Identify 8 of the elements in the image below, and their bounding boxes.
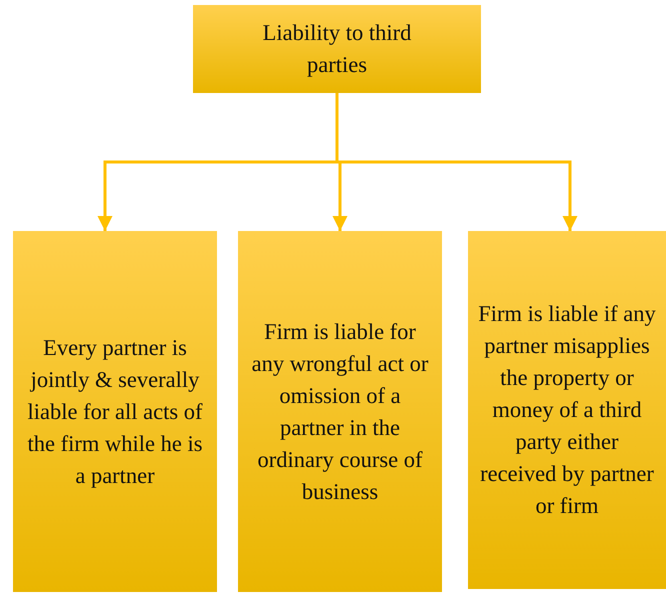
node-text: Liability to third parties	[262, 19, 412, 79]
node-text: Firm is liable if any partner misapplies the property or money of a third party either received by partner or firm	[477, 300, 657, 520]
node-text: Firm is liable for any wrongful act or omission of a partner in the ordinary course of business	[250, 318, 430, 506]
process-box	[238, 231, 442, 592]
process-box	[468, 231, 666, 589]
title-box	[193, 5, 481, 93]
node-text: Every partner is jointly & severally liable for all acts of the firm while he is a partner	[26, 334, 204, 490]
process-box	[13, 231, 217, 592]
